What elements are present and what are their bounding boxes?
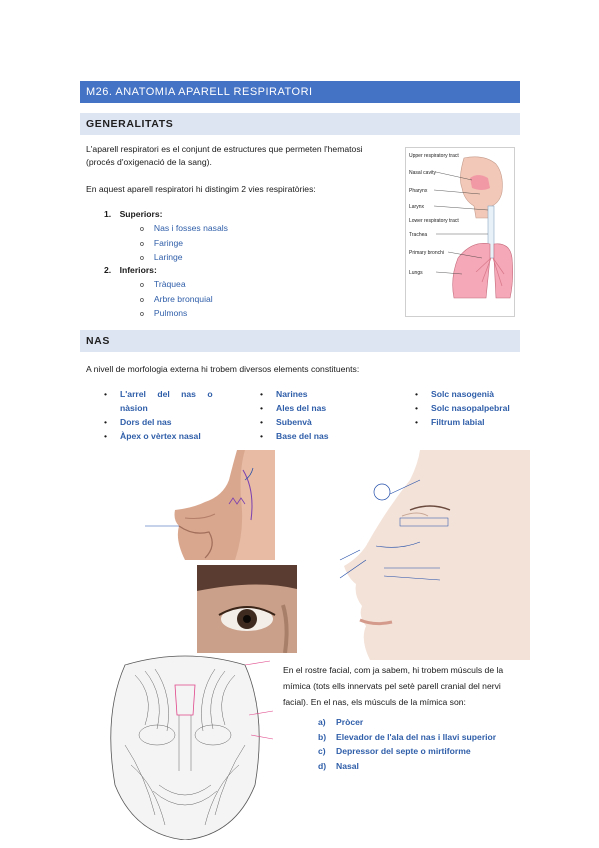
- section-nas: NAS: [80, 330, 520, 352]
- list-item: •Dors del nas: [104, 417, 172, 427]
- list-item: •Narines: [260, 389, 308, 399]
- fig-label: Lower respiratory tract: [409, 218, 459, 224]
- muscles-list: a)Pròcer b)Elevador de l'ala del nas i l…: [318, 716, 528, 774]
- list-item: d)Nasal: [318, 760, 359, 771]
- via-1-num: 1.: [104, 209, 112, 219]
- list-item: •Solc nasogenià: [415, 389, 495, 399]
- nas-col-2: •Narines •Ales del nas •Subenvà •Base de…: [260, 388, 380, 444]
- muscles-line-2: mímica (tots ells innervats pel setè par…: [283, 681, 501, 691]
- intro-vies: En aquest aparell respiratori hi disting…: [86, 184, 316, 194]
- fig-label: Primary bronchi: [409, 250, 444, 256]
- list-item: •Base del nas: [260, 431, 329, 441]
- page-title: M26. ANATOMIA APARELL RESPIRATORI: [80, 81, 520, 103]
- nas-col-3: •Solc nasogenià •Solc nasopalpebral •Fil…: [415, 388, 525, 430]
- fig-label: Pharynx: [409, 188, 428, 194]
- nose-profile-photo: [145, 450, 295, 560]
- section-generalitats: GENERALITATS: [80, 113, 520, 135]
- via-2-num: 2.: [104, 265, 112, 275]
- eye-photo: [197, 565, 297, 653]
- fig-label: Trachea: [409, 232, 427, 238]
- fig-label: Lungs: [409, 270, 423, 276]
- list-item: a)Pròcer: [318, 717, 364, 727]
- nose-diagram-photo: [300, 450, 530, 660]
- list-item: b)Elevador de l'ala del nas i llavi supe…: [318, 731, 497, 742]
- respiratory-tract-figure: Upper respiratory tract Nasal cavity Pha…: [405, 147, 515, 317]
- via-2-label: Inferiors:: [119, 265, 157, 275]
- list-item: •Filtrum labial: [415, 417, 485, 427]
- facial-muscles-illustration: [110, 655, 274, 840]
- fig-label: Nasal cavity: [409, 170, 436, 176]
- muscles-line-3: facial). En el nas, els músculs de la mí…: [283, 697, 466, 707]
- via-2-heading: 2. Inferiors:: [104, 264, 157, 277]
- muscles-paragraph: En el rostre facial, com ja sabem, hi tr…: [283, 664, 523, 712]
- via-1-heading: 1. Superiors:: [104, 208, 163, 221]
- list-item: •Subenvà: [260, 417, 312, 427]
- list-item: c)Depressor del septe o mirtiforme: [318, 746, 471, 756]
- list-item: •Solc nasopalpebral: [415, 403, 510, 413]
- intro-paragraph: L'aparell respiratori es el conjunt de e…: [86, 143, 406, 169]
- intro-line-2: (procés d'oxigenació de la sang).: [86, 157, 212, 167]
- list-item: •Àpex o vèrtex nasal: [104, 431, 201, 441]
- list-item: nàsion: [120, 403, 148, 413]
- via-1-label: Superiors:: [119, 209, 163, 219]
- intro-line-1: L'aparell respiratori es el conjunt de e…: [86, 144, 363, 154]
- muscles-line-1: En el rostre facial, com ja sabem, hi tr…: [283, 665, 504, 675]
- nas-col-1: •L'arrel del nas o nàsion •Dors del nas …: [104, 388, 224, 444]
- list-item: •Ales del nas: [260, 403, 327, 413]
- eye-illustration: [197, 565, 297, 653]
- fig-label: Larynx: [409, 204, 425, 210]
- respiratory-tract-illustration: Upper respiratory tract Nasal cavity Pha…: [409, 153, 513, 299]
- nose-diagram-illustration: [339, 450, 530, 660]
- nose-profile-illustration: [145, 450, 275, 560]
- facial-muscles-drawing: [95, 655, 275, 840]
- fig-label: Upper respiratory tract: [409, 153, 459, 159]
- nas-intro: A nivell de morfologia externa hi trobem…: [86, 364, 360, 374]
- list-item: •L'arrel del nas o: [104, 389, 213, 399]
